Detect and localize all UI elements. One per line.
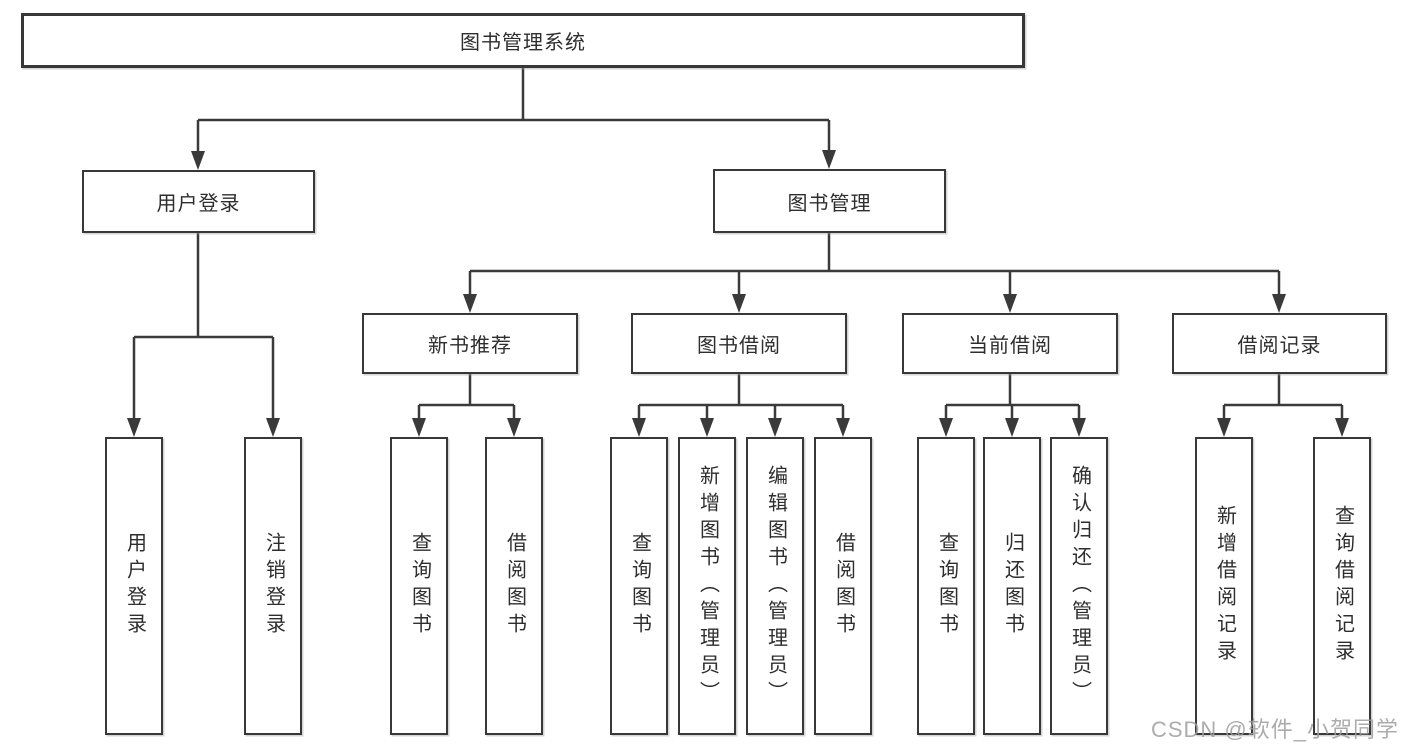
leaf-br-query-label: 查询借阅记录 bbox=[1331, 505, 1354, 667]
arrowhead bbox=[1217, 418, 1231, 437]
leaf-cb-return-label: 归还图书 bbox=[1001, 532, 1024, 640]
node-current-borrow: 当前借阅 bbox=[902, 313, 1118, 374]
arrowhead bbox=[1003, 294, 1017, 313]
leaf-rec-query-label: 查询图书 bbox=[408, 532, 431, 640]
node-user-login: 用户登录 bbox=[82, 170, 315, 233]
arrowhead bbox=[1335, 418, 1349, 437]
node-book-borrow: 图书借阅 bbox=[631, 313, 847, 374]
node-root: 图书管理系统 bbox=[21, 13, 1025, 68]
leaf-br-query: 查询借阅记录 bbox=[1313, 437, 1371, 735]
arrowhead bbox=[700, 418, 714, 437]
arrowhead bbox=[732, 294, 746, 313]
connector-user-login bbox=[132, 233, 275, 420]
arrowhead bbox=[127, 418, 141, 437]
connector-root bbox=[196, 68, 831, 153]
arrowhead bbox=[632, 418, 646, 437]
leaf-bb-edit-label: 编辑图书（管理员） bbox=[764, 464, 787, 708]
node-root-label: 图书管理系统 bbox=[460, 32, 586, 54]
leaf-bb-add-label: 新增图书（管理员） bbox=[696, 464, 719, 708]
connector-book-mgmt bbox=[468, 233, 1281, 296]
leaf-bb-query-label: 查询图书 bbox=[628, 532, 651, 640]
arrowhead bbox=[1272, 294, 1286, 313]
leaf-cb-confirm-label: 确认归还（管理员） bbox=[1068, 464, 1091, 708]
leaf-bb-add: 新增图书（管理员） bbox=[678, 437, 736, 735]
node-borrow-records: 借阅记录 bbox=[1172, 313, 1387, 374]
leaf-bb-borrow-label: 借阅图书 bbox=[832, 532, 855, 640]
leaf-bb-borrow: 借阅图书 bbox=[814, 437, 872, 735]
leaf-br-add: 新增借阅记录 bbox=[1195, 437, 1253, 735]
node-current-borrow-label: 当前借阅 bbox=[968, 335, 1052, 357]
leaf-rec-query: 查询图书 bbox=[390, 437, 448, 735]
leaf-cb-query: 查询图书 bbox=[917, 437, 975, 735]
node-user-login-label: 用户登录 bbox=[156, 193, 241, 215]
arrowhead bbox=[412, 418, 426, 437]
arrowhead bbox=[1005, 418, 1019, 437]
csdn-watermark: CSDN @软件_小贺同学 bbox=[1150, 717, 1399, 742]
connector-book-borrow bbox=[637, 374, 845, 420]
leaf-bb-query: 查询图书 bbox=[610, 437, 668, 735]
arrowhead bbox=[836, 418, 850, 437]
leaf-user-login: 用户登录 bbox=[105, 437, 163, 735]
node-borrow-records-label: 借阅记录 bbox=[1237, 335, 1322, 357]
node-book-mgmt: 图书管理 bbox=[713, 169, 946, 233]
arrowhead bbox=[1072, 418, 1086, 437]
arrowhead bbox=[507, 418, 521, 437]
node-book-borrow-label: 图书借阅 bbox=[697, 335, 781, 357]
leaf-bb-edit: 编辑图书（管理员） bbox=[746, 437, 804, 735]
arrowhead bbox=[266, 418, 280, 437]
connector-new-book-rec bbox=[417, 374, 516, 420]
arrowhead bbox=[768, 418, 782, 437]
node-new-book-rec: 新书推荐 bbox=[362, 313, 578, 374]
arrowhead bbox=[939, 418, 953, 437]
leaf-br-add-label: 新增借阅记录 bbox=[1213, 505, 1236, 667]
leaf-user-login-label: 用户登录 bbox=[123, 532, 146, 640]
node-new-book-rec-label: 新书推荐 bbox=[428, 335, 512, 357]
connector-current-borrow bbox=[944, 374, 1081, 420]
leaf-logout-label: 注销登录 bbox=[262, 532, 285, 640]
arrowheads bbox=[127, 150, 1349, 437]
leaf-logout: 注销登录 bbox=[244, 437, 302, 735]
leaf-cb-confirm: 确认归还（管理员） bbox=[1050, 437, 1108, 735]
leaf-cb-return: 归还图书 bbox=[983, 437, 1041, 735]
leaf-rec-borrow: 借阅图书 bbox=[485, 437, 543, 735]
arrowhead bbox=[191, 151, 205, 170]
leaf-rec-borrow-label: 借阅图书 bbox=[503, 532, 526, 640]
arrowhead bbox=[463, 294, 477, 313]
connector-borrow-records bbox=[1222, 374, 1344, 420]
arrowhead bbox=[822, 150, 836, 169]
node-book-mgmt-label: 图书管理 bbox=[787, 192, 872, 215]
leaf-cb-query-label: 查询图书 bbox=[935, 532, 958, 640]
